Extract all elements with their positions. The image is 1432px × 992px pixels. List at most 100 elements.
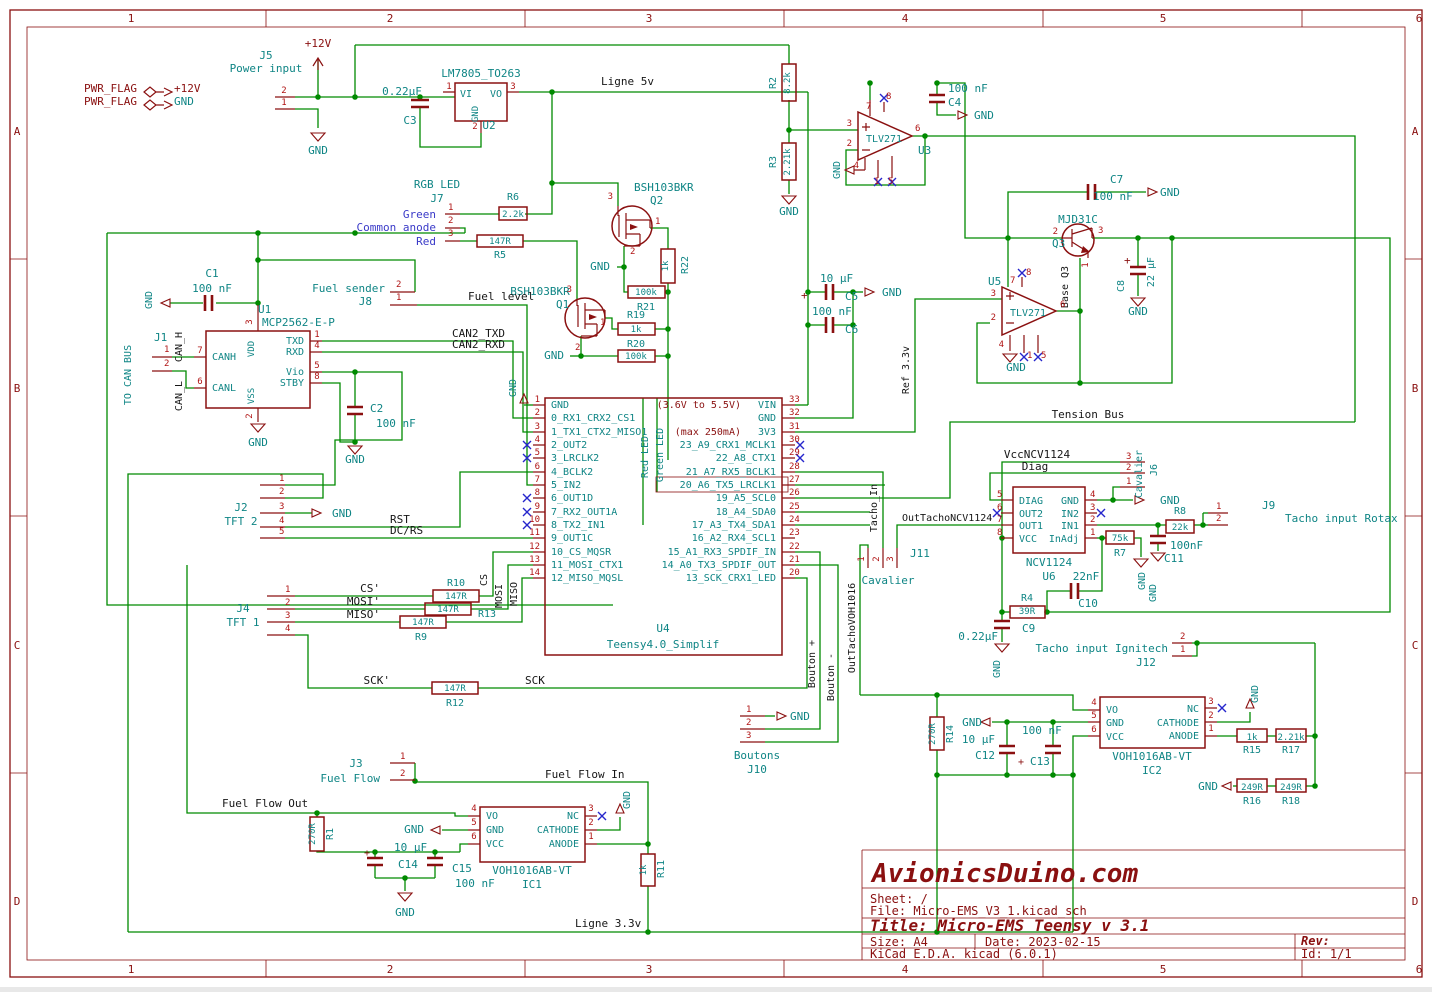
wire[interactable]: [479, 551, 533, 597]
sch-text[interactable]: SCK: [525, 674, 545, 687]
sch-text[interactable]: 1: [588, 832, 593, 842]
sch-text[interactable]: 1: [1081, 262, 1091, 267]
sch-text[interactable]: OutTachoNCV1124: [902, 513, 992, 524]
sch-text[interactable]: 2: [1216, 514, 1221, 524]
sch-text[interactable]: 100k: [625, 352, 647, 362]
sch-text[interactable]: BSH103BKR: [634, 181, 694, 194]
sch-text[interactable]: 1: [1180, 645, 1185, 655]
sch-text[interactable]: Ref 3.3v: [901, 346, 912, 394]
sch-text[interactable]: 23_A9_CRX1_MCLK1: [680, 440, 776, 451]
component-body[interactable]: [627, 285, 666, 299]
wire[interactable]: [322, 382, 355, 443]
sch-text[interactable]: C3: [403, 114, 416, 127]
sch-text[interactable]: 5_IN2: [551, 480, 581, 491]
sch-text[interactable]: 31: [789, 422, 800, 432]
sch-text[interactable]: STBY: [280, 378, 304, 389]
sch-text[interactable]: C7: [1110, 173, 1123, 186]
sch-text[interactable]: MJD31C: [1058, 213, 1098, 226]
sch-text[interactable]: CATHODE: [1157, 718, 1199, 729]
sch-text[interactable]: J9: [1262, 499, 1275, 512]
component-body[interactable]: [1236, 778, 1268, 793]
wire[interactable]: [1217, 712, 1251, 723]
sch-text[interactable]: 8.2k: [783, 72, 793, 94]
sch-text[interactable]: 0_RX1_CRX2_CS1: [551, 413, 635, 424]
sch-text[interactable]: 2.2k: [502, 210, 524, 220]
sch-text[interactable]: (3.6V to 5.5V): [657, 400, 741, 411]
sch-text[interactable]: GND: [144, 291, 155, 309]
sch-text[interactable]: 2.21k: [783, 148, 793, 176]
sch-text[interactable]: Title: Micro-EMS Teensy v 3.1: [870, 916, 1149, 935]
sch-text[interactable]: 5: [997, 490, 1002, 500]
sch-text[interactable]: Ligne 3.3v: [575, 917, 642, 930]
sch-text[interactable]: 7: [866, 102, 871, 112]
sch-text[interactable]: 3: [588, 804, 593, 814]
wire[interactable]: [765, 564, 839, 743]
sch-text[interactable]: 2: [1180, 632, 1185, 642]
sch-text[interactable]: +12V: [174, 82, 201, 95]
sch-text[interactable]: SCK': [364, 674, 391, 687]
component-body[interactable]: [431, 681, 479, 695]
sch-text[interactable]: J4: [236, 602, 250, 615]
sch-text[interactable]: RST: [390, 513, 410, 526]
component-body[interactable]: [929, 716, 945, 751]
sch-text[interactable]: 4: [535, 435, 540, 445]
sch-text[interactable]: 3: [448, 229, 453, 239]
sch-text[interactable]: 6: [1060, 300, 1065, 310]
sch-text[interactable]: 13: [529, 555, 540, 565]
opamp-body[interactable]: [1001, 285, 1058, 337]
wire[interactable]: [523, 240, 578, 300]
sch-text[interactable]: CANH: [212, 352, 236, 363]
sch-text[interactable]: 100 nF: [1093, 190, 1133, 203]
wire[interactable]: [285, 471, 533, 528]
sch-text[interactable]: 1: [857, 556, 867, 561]
sch-text[interactable]: TXD: [286, 336, 304, 347]
sch-text[interactable]: 7: [197, 346, 202, 356]
wire[interactable]: [258, 259, 416, 292]
sch-text[interactable]: Fuel sender: [312, 282, 385, 295]
wire[interactable]: [623, 246, 628, 293]
sch-text[interactable]: 100k: [635, 288, 657, 298]
sch-text[interactable]: 2_OUT2: [551, 440, 587, 451]
sch-text[interactable]: 0.22µF: [382, 85, 422, 98]
sch-text[interactable]: U1: [258, 303, 271, 316]
sch-text[interactable]: GND: [974, 109, 994, 122]
sch-text[interactable]: TLV271: [1010, 308, 1046, 319]
sch-text[interactable]: 2: [164, 359, 169, 369]
sch-text[interactable]: TLV271: [866, 134, 902, 145]
sch-text[interactable]: 11_MOSI_CTX1: [551, 560, 623, 571]
sch-text[interactable]: AvionicsDuino.com: [870, 859, 1138, 889]
sch-text[interactable]: 22nF: [1073, 570, 1100, 583]
sch-text[interactable]: 2: [1208, 711, 1213, 721]
sch-text[interactable]: 5: [279, 527, 284, 537]
sch-text[interactable]: VCC: [486, 839, 504, 850]
sch-text[interactable]: 3: [1090, 503, 1095, 513]
sch-text[interactable]: Q3: [1052, 237, 1065, 250]
sch-text[interactable]: LM7805_TO263: [441, 67, 520, 80]
sch-text[interactable]: Size: A4: [870, 935, 928, 949]
component-body[interactable]: [1275, 778, 1307, 793]
sch-text[interactable]: U2: [482, 119, 495, 132]
sch-text[interactable]: 5: [888, 177, 893, 187]
component-body[interactable]: [479, 806, 586, 863]
sch-text[interactable]: 22k: [1172, 523, 1189, 533]
transistor-body[interactable]: [1061, 223, 1095, 257]
sch-text[interactable]: R4: [1021, 593, 1033, 604]
sch-text[interactable]: 1: [746, 705, 751, 715]
sch-text[interactable]: U5: [988, 275, 1001, 288]
sch-text[interactable]: 5: [1160, 12, 1167, 25]
sch-text[interactable]: GND: [1128, 305, 1148, 318]
sch-text[interactable]: 2: [387, 12, 394, 25]
sch-text[interactable]: 22: [789, 542, 800, 552]
sch-text[interactable]: GND: [590, 260, 610, 273]
sch-text[interactable]: 2: [872, 556, 882, 561]
sch-text[interactable]: Bouton +: [807, 640, 818, 688]
component-body[interactable]: [424, 602, 472, 616]
component-body[interactable]: [617, 349, 656, 363]
sch-text[interactable]: GND: [308, 144, 328, 157]
sch-text[interactable]: 100 nF: [455, 877, 495, 890]
sch-text[interactable]: 1k: [631, 325, 642, 335]
wire[interactable]: [597, 817, 621, 831]
sch-text[interactable]: OUT1: [1019, 521, 1043, 532]
wire[interactable]: [471, 564, 533, 610]
component-body[interactable]: [309, 816, 325, 852]
